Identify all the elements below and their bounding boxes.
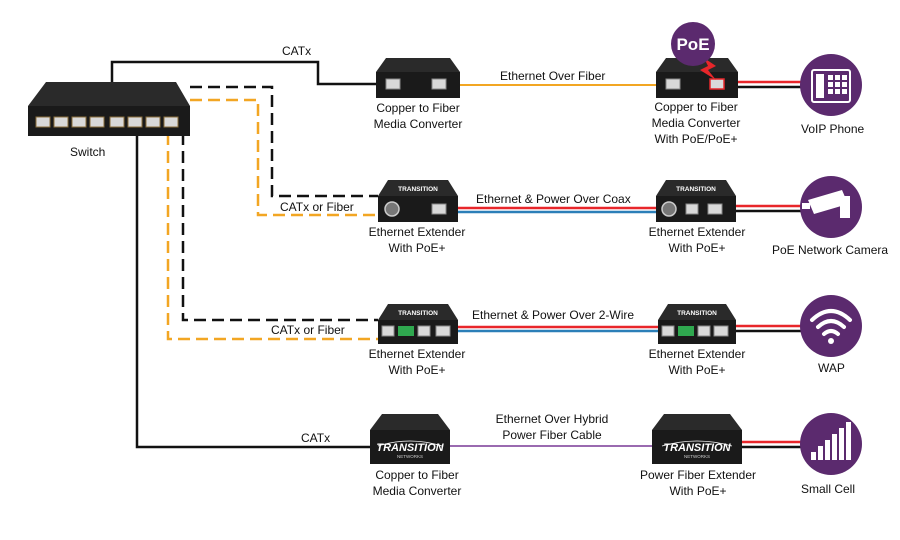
voip-phone-label: VoIP Phone — [801, 122, 865, 136]
row2-right-ethernet-extender: TRANSITION — [656, 180, 736, 222]
svg-text:NETWORKS: NETWORKS — [684, 454, 710, 459]
svg-text:PoE: PoE — [676, 35, 709, 54]
row3-2wire-label: Ethernet & Power Over 2-Wire — [472, 308, 635, 322]
row4-hybrid-label: Ethernet Over Hybrid Power Fiber Cable — [495, 412, 609, 442]
row3-dashed-orange — [166, 133, 378, 341]
wap-label: WAP — [818, 361, 845, 375]
lightning-icon — [700, 58, 716, 80]
row1-fiber-label: Ethernet Over Fiber — [500, 69, 606, 83]
svg-text:TRANSITION: TRANSITION — [398, 310, 438, 317]
row2-dashed-black — [190, 85, 378, 198]
row2-left-ethernet-extender: TRANSITION — [378, 180, 458, 222]
row1-left-media-converter — [376, 58, 460, 98]
row2-dashed-orange — [190, 98, 378, 217]
row3-catx-fiber-label: CATx or Fiber — [271, 323, 345, 337]
row4-right-power-fiber-extender: TRANSITION NETWORKS — [652, 414, 742, 464]
row4-left-media-converter: TRANSITION NETWORKS — [370, 414, 450, 464]
small-cell-label: Small Cell — [801, 482, 856, 496]
svg-text:TRANSITION: TRANSITION — [676, 186, 716, 193]
row4-catx-label: CATx — [301, 431, 331, 445]
row4-catx-cable — [135, 130, 370, 449]
network-camera-label: PoE Network Camera — [772, 243, 889, 257]
switch-label: Switch — [70, 145, 106, 159]
svg-text:TRANSITION: TRANSITION — [398, 186, 438, 193]
row3-dashed-black — [181, 133, 378, 322]
signal-bars-icon — [800, 413, 862, 475]
row3-left-ethernet-extender: TRANSITION — [378, 304, 458, 344]
row2-catx-fiber-label: CATx or Fiber — [280, 200, 354, 214]
row3-right-ethernet-extender: TRANSITION — [658, 304, 736, 344]
row1-catx-label: CATx — [282, 44, 312, 58]
svg-text:NETWORKS: NETWORKS — [397, 454, 423, 459]
camera-icon — [800, 176, 862, 238]
wifi-icon — [800, 295, 862, 357]
switch-device — [28, 82, 190, 136]
svg-text:TRANSITION: TRANSITION — [376, 442, 444, 454]
row1-catx-cable — [110, 60, 376, 86]
phone-icon — [800, 54, 862, 116]
poe-badge: PoE — [671, 22, 715, 66]
row2-coax-label: Ethernet & Power Over Coax — [476, 192, 631, 206]
svg-text:TRANSITION: TRANSITION — [677, 310, 717, 317]
svg-text:TRANSITION: TRANSITION — [663, 442, 731, 454]
